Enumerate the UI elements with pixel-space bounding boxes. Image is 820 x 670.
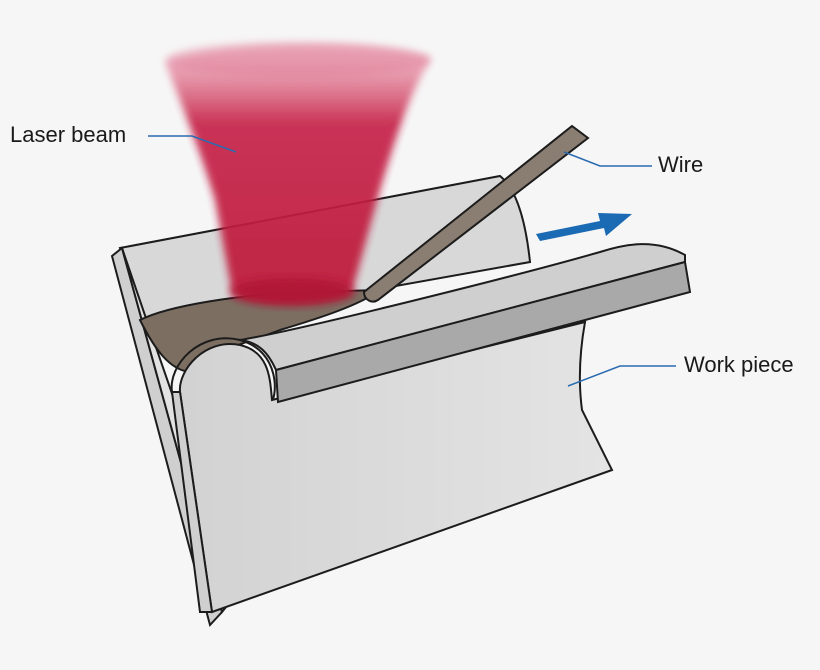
laser-beam-label: Laser beam (10, 122, 127, 147)
work-piece (170, 320, 614, 614)
wire (362, 124, 590, 303)
flange-bar (239, 243, 692, 404)
work-piece-leader (567, 365, 676, 387)
leader-lines (148, 135, 676, 387)
melt-pool (138, 288, 384, 374)
wire-label: Wire (658, 152, 704, 177)
laser-beam-leader (148, 135, 237, 153)
work-piece-label: Work piece (684, 352, 794, 377)
arrow-right-icon (536, 213, 632, 241)
laser-beam (165, 42, 432, 306)
wire-leader (563, 151, 652, 167)
